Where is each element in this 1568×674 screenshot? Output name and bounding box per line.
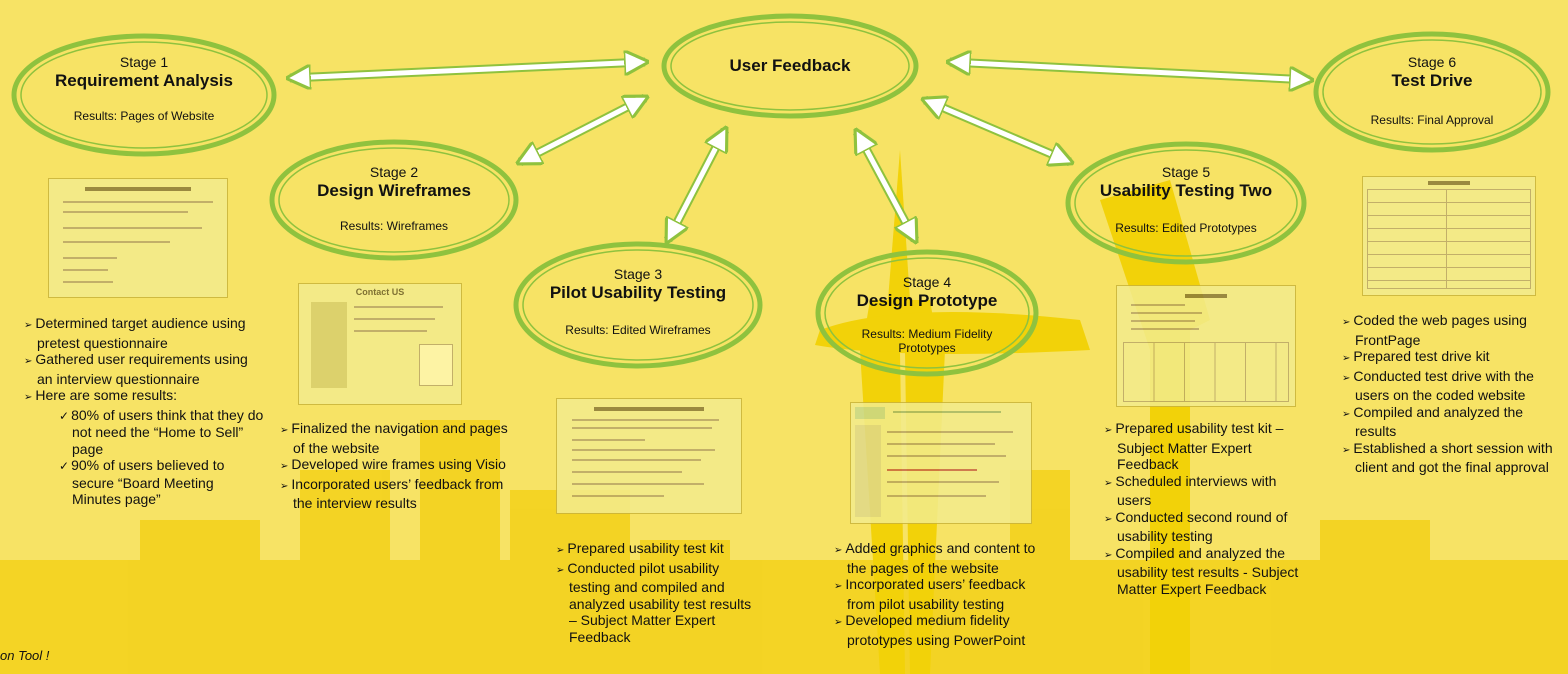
stage-1-number: Stage 1 <box>119 54 169 70</box>
stage-6-oval: Stage 6 Test Drive Results: Final Approv… <box>1312 30 1552 154</box>
list-item: Finalized the navigation and pages of th… <box>280 420 510 456</box>
list-item: Incorporated users’ feedback from the in… <box>280 476 510 512</box>
stage-4-thumbnail <box>850 402 1032 524</box>
stage-4-title: Design Prototype <box>856 291 998 310</box>
stage-6-title: Test Drive <box>1391 71 1473 90</box>
list-item: Established a short session with client … <box>1342 440 1568 476</box>
stage-3-oval: Stage 3 Pilot Usability Testing Results:… <box>512 240 764 370</box>
stage-5-result: Results: Edited Prototypes <box>1115 221 1257 235</box>
list-item: Prepared usability test kit <box>556 540 756 560</box>
user-feedback-title: User Feedback <box>729 56 851 75</box>
list-item: 90% of users believed to secure “Board M… <box>59 457 264 508</box>
stage-6-thumbnail <box>1362 176 1536 296</box>
stage-2-number: Stage 2 <box>369 164 419 180</box>
stage-3-title: Pilot Usability Testing <box>549 283 727 302</box>
stage-5-thumbnail <box>1116 285 1296 407</box>
list-item: Here are some results: 80% of users thin… <box>24 387 264 508</box>
stage-2-thumbnail-title: Contact US <box>355 287 405 297</box>
stage-1-bullets: Determined target audience using pretest… <box>24 315 264 508</box>
stage-4-oval: Stage 4 Design Prototype Results: Medium… <box>814 248 1040 378</box>
list-item: Gathered user requirements using an inte… <box>24 351 264 387</box>
stage-1-results-list: 80% of users think that they do not need… <box>37 407 264 508</box>
list-item: Developed wire frames using Visio <box>280 456 510 476</box>
stage-5-oval: Stage 5 Usability Testing Two Results: E… <box>1064 140 1308 266</box>
user-feedback-oval: User Feedback <box>660 12 920 120</box>
stage-1-oval: Stage 1 Requirement Analysis Results: Pa… <box>10 32 278 158</box>
list-item: Incorporated users’ feedback from pilot … <box>834 576 1048 612</box>
stage-1-result: Results: Pages of Website <box>73 109 215 123</box>
list-item: Developed medium fidelity prototypes usi… <box>834 612 1048 648</box>
stage-4-number: Stage 4 <box>902 274 952 290</box>
stage-2-bullets: Finalized the navigation and pages of th… <box>280 420 510 512</box>
stage-2-title: Design Wireframes <box>317 181 471 200</box>
list-item: Conducted second round of usability test… <box>1104 509 1304 545</box>
stage-3-number: Stage 3 <box>613 266 663 282</box>
stage-3-thumbnail <box>556 398 742 514</box>
list-item: Determined target audience using pretest… <box>24 315 264 351</box>
stage-4-bullets: Added graphics and content to the pages … <box>834 540 1048 648</box>
stage-1-thumbnail <box>48 178 228 298</box>
list-item: Compiled and analyzed the usability test… <box>1104 545 1304 598</box>
stage-4-result: Results: Medium Fidelity Prototypes <box>861 327 993 355</box>
stage-6-number: Stage 6 <box>1407 54 1457 70</box>
stage-2-oval: Stage 2 Design Wireframes Results: Wiref… <box>268 138 520 262</box>
stage-2-result: Results: Wireframes <box>339 219 449 233</box>
list-item: Added graphics and content to the pages … <box>834 540 1048 576</box>
stage-5-bullets: Prepared usability test kit – Subject Ma… <box>1104 420 1304 597</box>
list-item: Conducted pilot usability testing and co… <box>556 560 756 646</box>
footer-note: on Tool ! <box>0 648 50 663</box>
stage-1-title: Requirement Analysis <box>55 71 233 90</box>
stage-5-title: Usability Testing Two <box>1099 181 1273 200</box>
stage-5-number: Stage 5 <box>1161 164 1211 180</box>
list-item: Prepared usability test kit – Subject Ma… <box>1104 420 1304 473</box>
stage-3-result: Results: Edited Wireframes <box>565 323 711 337</box>
list-item: Compiled and analyzed the results <box>1342 404 1568 440</box>
list-item: Coded the web pages using FrontPage <box>1342 312 1568 348</box>
stage-3-bullets: Prepared usability test kit Conducted pi… <box>556 540 756 645</box>
list-item: Conducted test drive with the users on t… <box>1342 368 1568 404</box>
list-item: 80% of users think that they do not need… <box>59 407 264 458</box>
stage-2-thumbnail: Contact US <box>298 283 462 405</box>
list-item: Scheduled interviews with users <box>1104 473 1304 509</box>
stage-6-result: Results: Final Approval <box>1370 113 1494 127</box>
stage-6-bullets: Coded the web pages using FrontPage Prep… <box>1342 312 1568 476</box>
list-item: Prepared test drive kit <box>1342 348 1568 368</box>
